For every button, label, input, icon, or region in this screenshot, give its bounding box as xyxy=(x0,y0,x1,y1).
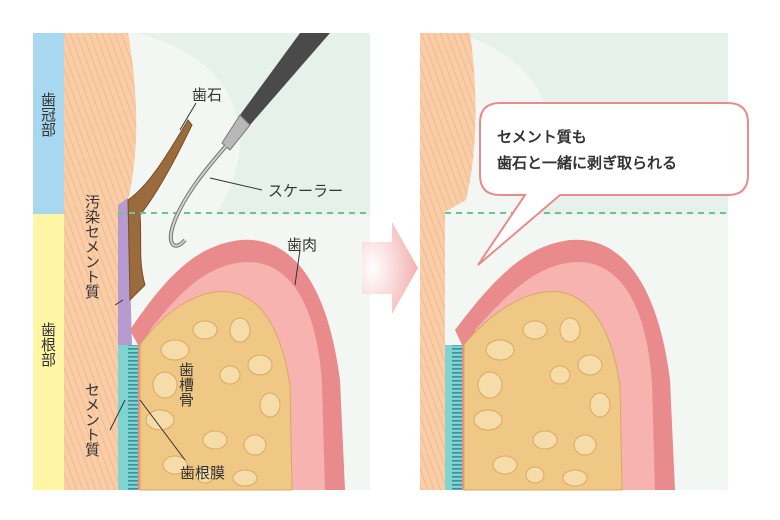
bubble-line-1: セメント質も xyxy=(497,128,587,146)
label-cementum: セメント質 xyxy=(83,382,101,457)
label-root: 歯根部 xyxy=(39,322,57,367)
cementum-layer-right xyxy=(445,345,455,490)
label-contaminated-cementum: 汚染セメント質 xyxy=(83,194,101,299)
tooth-dentin-right xyxy=(420,33,476,490)
crown-bar xyxy=(33,33,64,214)
left-panel: 歯石 スケーラー 歯肉 歯槽骨 歯根膜 歯冠部 歯根部 汚染セメント質 セメント… xyxy=(33,33,370,491)
bone-trabeculae xyxy=(145,317,281,487)
root-bar xyxy=(33,214,64,490)
leader-lines xyxy=(109,102,301,461)
label-alveolar-bone: 歯槽骨 xyxy=(177,362,195,407)
label-calculus: 歯石 xyxy=(192,86,222,104)
label-pdl: 歯根膜 xyxy=(180,464,225,482)
pdl-fibers xyxy=(128,345,138,490)
scaler-instrument xyxy=(168,33,330,248)
right-panel: セメント質も 歯石と一緒に剥ぎ取られる xyxy=(420,33,749,491)
calculus-deposit xyxy=(127,119,193,302)
label-gingiva: 歯肉 xyxy=(287,236,317,254)
label-scaler: スケーラー xyxy=(268,182,343,200)
bubble-line-2: 歯石と一緒に剥ぎ取られる xyxy=(497,154,677,172)
tooth-dentin xyxy=(64,33,137,490)
label-crown: 歯冠部 xyxy=(39,92,57,137)
transition-arrow xyxy=(362,222,418,314)
speech-bubble xyxy=(477,102,749,266)
